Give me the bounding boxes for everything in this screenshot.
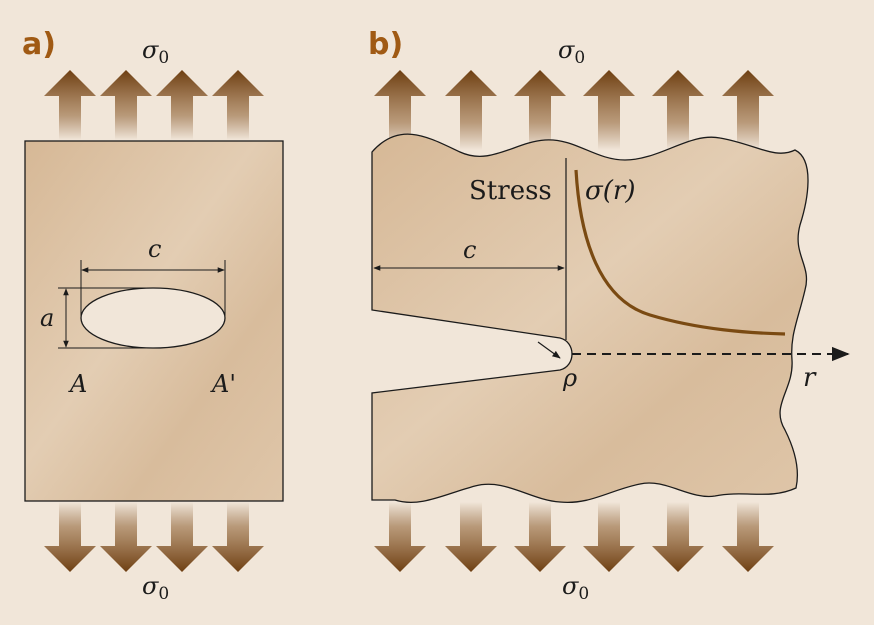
up-arrow — [445, 70, 497, 150]
down-arrow — [514, 502, 566, 572]
down-arrow — [445, 502, 497, 572]
elliptical-hole — [80, 287, 226, 349]
panel-b-bottom-arrows — [374, 502, 774, 572]
down-arrow — [212, 502, 264, 572]
dimension-a — [58, 287, 153, 349]
stress-curve — [574, 169, 786, 336]
down-arrow — [374, 502, 426, 572]
dimension-c — [80, 260, 226, 318]
panel-a-bottom-arrows — [44, 502, 264, 572]
up-arrow — [374, 70, 426, 150]
point-a-label: A — [68, 370, 87, 398]
panel-a-top-stress-label: σ0 — [142, 36, 169, 68]
up-arrow — [44, 70, 96, 140]
panel-b-top-stress-label: σ0 — [558, 36, 585, 68]
tip-radius-arrow — [537, 341, 561, 359]
down-arrow — [100, 502, 152, 572]
down-arrow — [156, 502, 208, 572]
panel-a-label: a) — [22, 27, 56, 62]
dim-a-label: a — [40, 304, 54, 332]
panel-b-bottom-stress-label: σ0 — [562, 572, 589, 604]
down-arrow — [583, 502, 635, 572]
up-arrow — [583, 70, 635, 150]
panel-a-top-arrows — [44, 70, 264, 140]
up-arrow — [100, 70, 152, 140]
dim-c-label: c — [148, 235, 161, 263]
down-arrow — [722, 502, 774, 572]
point-a-prime-label: A' — [210, 370, 236, 398]
up-arrow — [514, 70, 566, 150]
r-axis-label: r — [803, 363, 817, 393]
tip-radius-label: ρ — [562, 364, 577, 392]
up-arrow — [156, 70, 208, 140]
panel-b-dim-c-label: c — [463, 236, 476, 264]
panel-b-label: b) — [368, 27, 403, 62]
up-arrow — [212, 70, 264, 140]
down-arrow — [44, 502, 96, 572]
down-arrow — [652, 502, 704, 572]
up-arrow — [652, 70, 704, 150]
panel-b-top-arrows — [374, 70, 774, 150]
stress-curve-label: σ(r) — [585, 176, 635, 206]
stress-axis-label: Stress — [469, 176, 552, 206]
panel-b-specimen — [371, 133, 809, 504]
up-arrow — [722, 70, 774, 150]
panel-a-bottom-stress-label: σ0 — [142, 572, 169, 604]
